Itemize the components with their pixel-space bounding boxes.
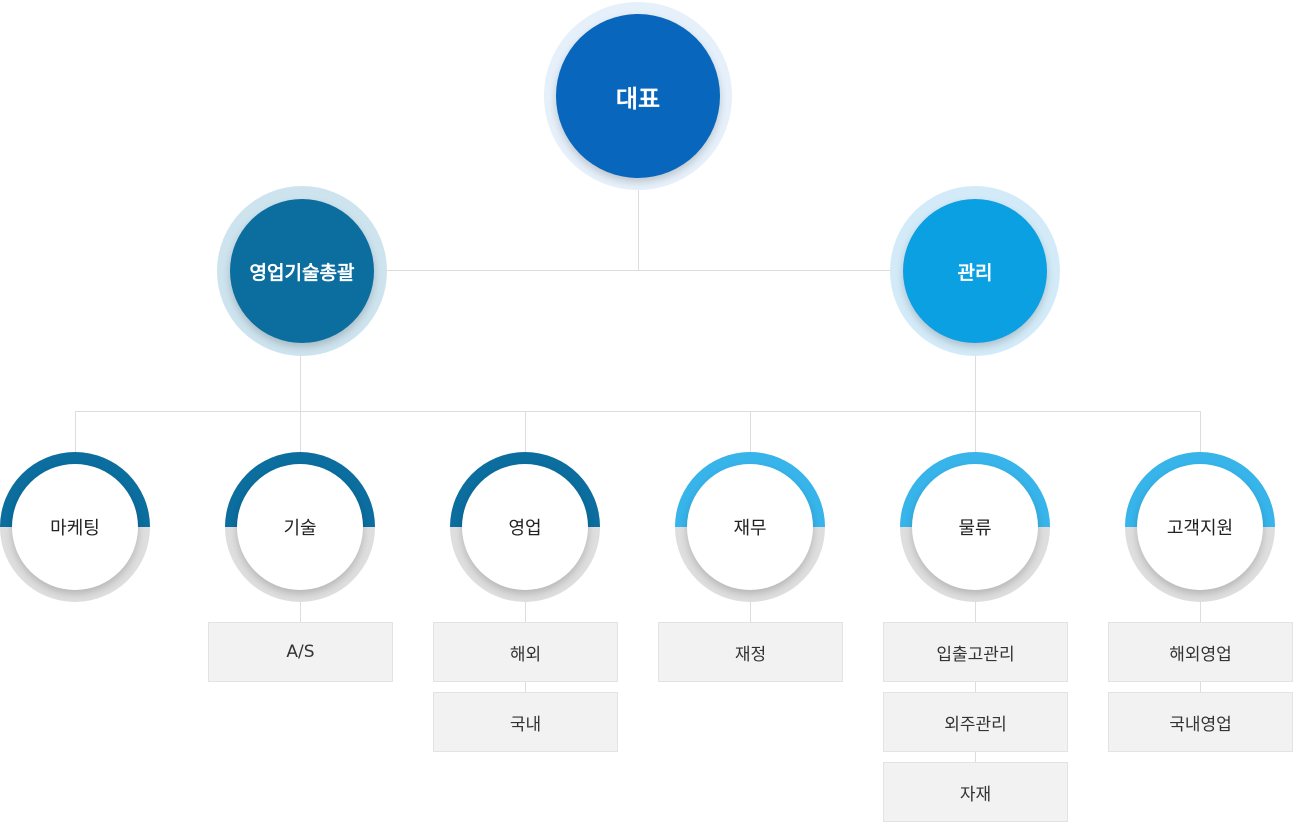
sub-unit-box: 자재 xyxy=(883,762,1068,822)
dept-node-logistics: 물류 xyxy=(900,452,1050,602)
sub-unit-box: 입출고관리 xyxy=(883,622,1068,682)
ceo-label: 대표 xyxy=(615,84,661,113)
dept-node-finance: 재무 xyxy=(675,452,825,602)
connector-dept-5 xyxy=(975,411,976,453)
management-label: 관리 xyxy=(957,261,993,284)
sub-unit-box: A/S xyxy=(208,622,393,682)
connector-management-down xyxy=(975,340,976,412)
connector-division-bar xyxy=(385,270,893,271)
sub-unit-box: 해외 xyxy=(433,622,618,682)
connector-dept-6 xyxy=(1200,411,1201,453)
management-node: 관리 xyxy=(903,199,1047,343)
connector-department-bar xyxy=(75,411,1201,412)
dept-label: 물류 xyxy=(912,464,1038,590)
connector-sub-2 xyxy=(300,600,301,624)
connector-dept-1 xyxy=(75,411,76,453)
sales-tech-label: 영업기술총괄 xyxy=(249,261,355,284)
connector-sub-4 xyxy=(750,600,751,624)
sub-unit-box: 국내영업 xyxy=(1108,692,1293,752)
connector-dept-3 xyxy=(525,411,526,453)
dept-label: 재무 xyxy=(687,464,813,590)
connector-dept-4 xyxy=(750,411,751,453)
connector-sales-tech-down xyxy=(300,340,301,412)
sub-unit-box: 해외영업 xyxy=(1108,622,1293,682)
dept-node-support: 고객지원 xyxy=(1125,452,1275,602)
dept-node-sales: 영업 xyxy=(450,452,600,602)
dept-label: 영업 xyxy=(462,464,588,590)
dept-label: 기술 xyxy=(237,464,363,590)
connector-sub-5 xyxy=(975,600,976,764)
connector-ceo-down xyxy=(638,176,639,271)
dept-label: 고객지원 xyxy=(1137,464,1263,590)
sub-unit-box: 외주관리 xyxy=(883,692,1068,752)
dept-label: 마케팅 xyxy=(12,464,138,590)
dept-node-marketing: 마케팅 xyxy=(0,452,150,602)
sub-unit-box: 국내 xyxy=(433,692,618,752)
ceo-node: 대표 xyxy=(556,14,720,178)
sales-tech-node: 영업기술총괄 xyxy=(230,199,374,343)
dept-node-tech: 기술 xyxy=(225,452,375,602)
sub-unit-box: 재정 xyxy=(658,622,843,682)
connector-dept-2 xyxy=(300,411,301,453)
